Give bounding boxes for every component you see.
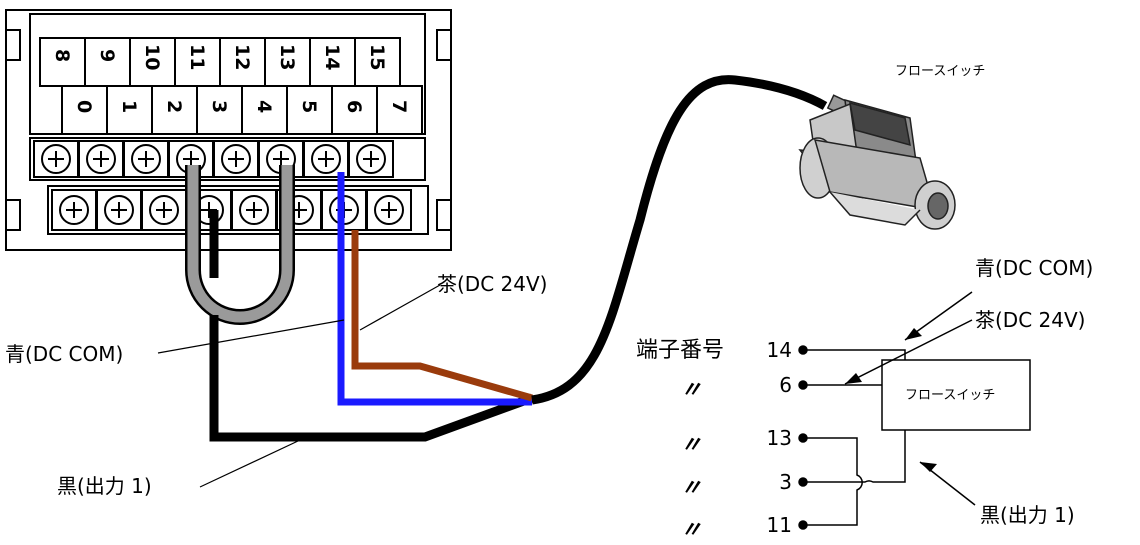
blue-wire-label: 青(DC COM) [5,342,124,366]
flow-switch-box-label: フロースイッチ [905,388,996,403]
schematic-terminal: 6 [779,373,792,397]
ditto-mark: 〃 [680,433,703,458]
lower-screw-row [51,189,412,231]
terminal-number: 13 [276,44,298,71]
terminal-number: 6 [343,100,365,114]
upper-screw-row [33,140,394,178]
terminal-number: 8 [51,49,73,63]
terminal-number: 14 [321,44,343,71]
schematic-terminal: 11 [766,513,792,537]
ditto-mark: 〃 [680,476,703,501]
terminal-number: 12 [231,44,253,71]
flow-switch-illustration [798,94,956,230]
blue-wire [337,172,532,406]
terminal-number: 5 [298,100,320,114]
terminal-number: 11 [186,44,208,71]
schematic-terminal: 13 [766,426,792,450]
schematic-blue-label: 青(DC COM) [975,256,1094,280]
leader-lines [157,284,441,488]
terminal-number: 3 [208,100,230,114]
schematic-brown-label: 茶(DC 24V) [975,308,1086,332]
brown-wire-label: 茶(DC 24V) [437,272,548,296]
terminal-number: 4 [253,100,275,114]
flow-switch-title: フロースイッチ [895,64,986,79]
terminal-number: 7 [388,100,410,114]
brown-wire [351,230,533,402]
terminal-number-header: 端子番号 [636,338,725,363]
terminal-number: 2 [163,100,185,114]
ditto-mark: 〃 [680,378,703,403]
schematic-black-label: 黒(出力 1) [980,503,1075,527]
schematic [798,291,1031,530]
sensor-cable [531,75,828,405]
terminal-number: 9 [96,49,118,63]
ditto-mark: 〃 [680,518,703,543]
schematic-terminal: 3 [779,470,792,494]
terminal-number: 0 [73,100,95,114]
black-wire-label: 黒(出力 1) [57,474,152,498]
schematic-terminal: 14 [766,338,792,362]
terminal-number: 15 [366,44,388,71]
terminal-number: 10 [141,44,163,71]
terminal-number: 1 [118,100,140,114]
